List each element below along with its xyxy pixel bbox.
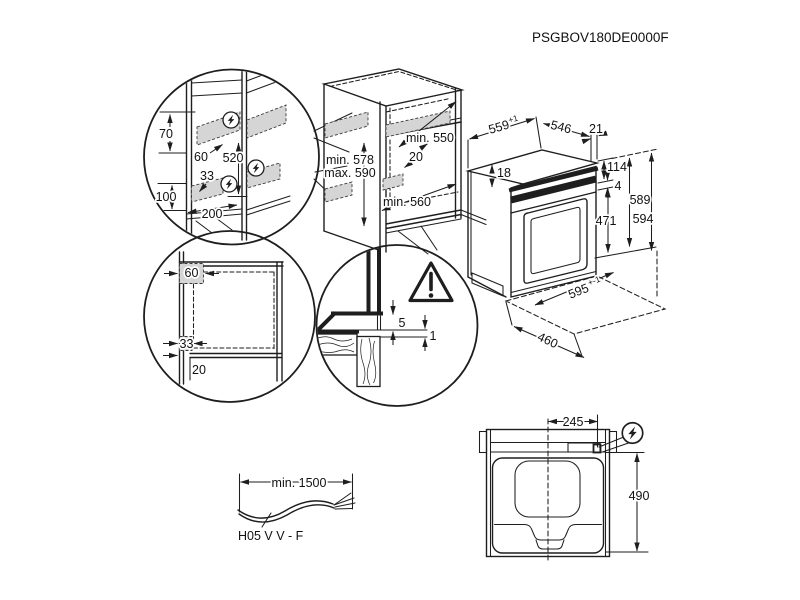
dim-100-label: 100 bbox=[156, 190, 177, 204]
detail-c-content bbox=[317, 246, 454, 388]
panel-cross-section bbox=[356, 335, 381, 388]
detail-circle-mounting-gap: 5 1 bbox=[315, 244, 479, 407]
dim-70-label: 70 bbox=[159, 127, 173, 141]
dim-max590-label: max. 590 bbox=[324, 166, 375, 180]
power-connection-icon bbox=[222, 111, 240, 129]
plan-dim-20-label: 20 bbox=[192, 363, 206, 377]
plan-zone-60 bbox=[179, 263, 204, 284]
dim-114-label: 114 bbox=[607, 160, 627, 174]
plan-dim-60-label: 60 bbox=[185, 266, 199, 280]
detail-circle-c-outline bbox=[315, 244, 479, 407]
socket-zone-side-lower bbox=[246, 162, 281, 189]
oven-foot bbox=[471, 272, 504, 297]
plan-dim-33-label: 33 bbox=[180, 337, 194, 351]
detail-circle-plan-zones: 60 33 20 bbox=[143, 230, 316, 403]
dim-21-label: 21 bbox=[589, 122, 603, 136]
oven-top-trim bbox=[508, 166, 599, 193]
dim-595-tolerance: +-1 bbox=[586, 274, 602, 288]
power-connection-icon bbox=[621, 421, 644, 445]
plan-zone-33 bbox=[179, 336, 193, 351]
dim-4-label: 4 bbox=[615, 179, 622, 193]
dim-559-label: 559 bbox=[487, 118, 511, 137]
dim-471-label: 471 bbox=[596, 214, 617, 228]
oven-door-window bbox=[523, 198, 588, 284]
power-cable-detail: min. 1500 H05 V V - F bbox=[236, 473, 356, 545]
dim-min550-label: min. 550 bbox=[406, 131, 454, 145]
dim-18-label: 18 bbox=[497, 166, 511, 180]
cable-type-label: H05 V V - F bbox=[238, 529, 304, 543]
floor-projection bbox=[504, 275, 667, 335]
gap-dim-1-label: 1 bbox=[430, 329, 437, 343]
dim-490-label: 490 bbox=[629, 489, 650, 503]
detail-circle-b-outline bbox=[143, 230, 316, 403]
cavity-bottom-profile bbox=[493, 523, 603, 541]
cavity-outline bbox=[491, 457, 605, 554]
dim-594-label: 594 bbox=[633, 212, 654, 226]
mounting-tab-left bbox=[478, 430, 488, 454]
page-title: PSGBOV180DE0000F bbox=[532, 30, 669, 45]
oven-top-view: 245 490 bbox=[478, 413, 651, 561]
cabinet-zone-side-upper bbox=[324, 111, 369, 139]
cabinet-isometric: min. 550 20 min. 578 max. 590 min. 560 bbox=[321, 68, 487, 255]
power-connection-icon bbox=[247, 159, 265, 177]
dim-520-label: 520 bbox=[223, 151, 244, 165]
cabinet-zone-side-lower bbox=[324, 181, 353, 203]
detail-a-content bbox=[157, 70, 293, 241]
dim-min560-label: min. 560 bbox=[383, 195, 431, 209]
dim-20-label: 20 bbox=[409, 150, 423, 164]
dim-460-label: 460 bbox=[535, 330, 560, 352]
oven-control-panel bbox=[510, 175, 597, 204]
warning-icon bbox=[408, 261, 454, 303]
oven-door-window-inner bbox=[530, 206, 581, 275]
detail-b-content bbox=[163, 251, 284, 385]
detail-circle-a-outline bbox=[143, 68, 320, 246]
dim-589-label: 589 bbox=[630, 193, 651, 207]
cable-length-label: min. 1500 bbox=[272, 476, 327, 490]
dim-245-label: 245 bbox=[563, 415, 584, 429]
dim-33-label: 33 bbox=[200, 169, 214, 183]
gap-dim-5-label: 5 bbox=[399, 316, 406, 330]
socket-zone-side-upper bbox=[246, 104, 287, 139]
cable-curve bbox=[237, 500, 334, 519]
dim-60-label: 60 bbox=[194, 150, 208, 164]
dim-595-label: 595 bbox=[566, 281, 591, 302]
oven-isometric: 559 +1 546 21 18 114 4 471 589 594 595 +… bbox=[465, 111, 667, 358]
dim-559-tolerance: +1 bbox=[507, 113, 519, 125]
dim-min578-label: min. 578 bbox=[326, 153, 374, 167]
detail-circle-socket-zones: 70 60 520 33 100 200 bbox=[143, 68, 353, 246]
power-connection-icon bbox=[220, 175, 238, 193]
dim-200-label: 200 bbox=[202, 207, 223, 221]
dim-546-label: 546 bbox=[549, 118, 573, 137]
